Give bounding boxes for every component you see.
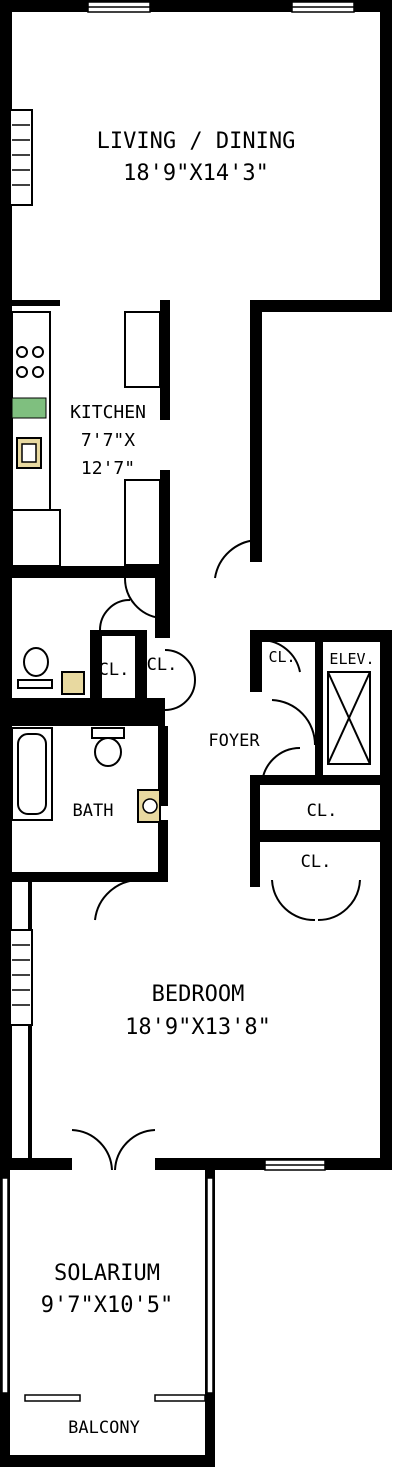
- closet-label: CL.: [307, 801, 338, 821]
- bathtub-icon: [11, 727, 53, 821]
- stove-icon: [16, 346, 44, 378]
- balcony-label: BALCONY: [68, 1418, 140, 1438]
- toilet-icon: [17, 647, 53, 689]
- kitchen-sink-icon: [16, 437, 42, 469]
- closet-label: CL.: [99, 660, 130, 680]
- range-top-icon: [11, 397, 47, 419]
- closet-label: CL.: [301, 852, 332, 872]
- doors: [71, 539, 361, 1171]
- living-radiator: [9, 109, 33, 206]
- closet-label: CL.: [268, 648, 295, 666]
- closet-label: CL.: [147, 655, 178, 675]
- foyer-label: FOYER: [208, 731, 260, 751]
- elevator-label: ELEV.: [329, 650, 374, 668]
- solarium-label: SOLARIUM: [54, 1261, 160, 1286]
- wc-sink-icon: [61, 671, 85, 695]
- living-dining-size: 18'9"X14'3": [123, 161, 269, 186]
- windows: [1, 1, 355, 1402]
- bath-sink-icon: [137, 789, 161, 823]
- bedroom-size: 18'9"X13'8": [125, 1015, 271, 1040]
- bath-label: BATH: [73, 801, 114, 821]
- kitchen-size-line2: 12'7": [81, 458, 135, 479]
- bedroom-label: BEDROOM: [152, 982, 245, 1007]
- kitchen-size-line1: 7'7"X: [81, 430, 135, 451]
- solarium-size: 9'7"X10'5": [41, 1293, 173, 1318]
- kitchen-label: KITCHEN: [70, 402, 146, 423]
- bedroom-radiator: [9, 929, 33, 1026]
- elevator-shaft: [327, 671, 371, 765]
- living-dining-label: LIVING / DINING: [97, 129, 296, 154]
- bath-toilet-icon: [91, 727, 125, 767]
